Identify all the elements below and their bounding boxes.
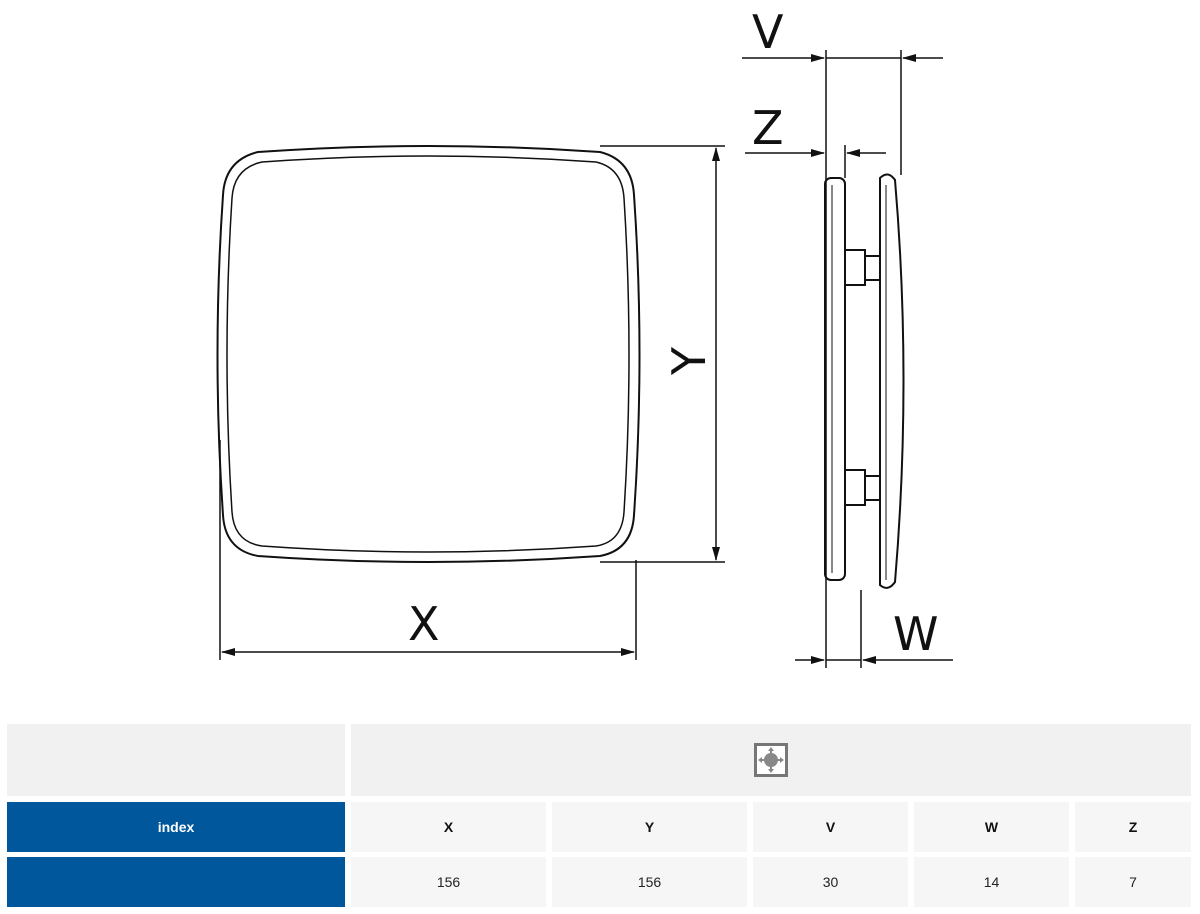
side-view	[824, 173, 905, 589]
row-index	[7, 857, 345, 907]
value-x: 156	[351, 857, 546, 907]
value-v: 30	[753, 857, 908, 907]
dimension-lines	[219, 50, 953, 668]
label-z: Z	[752, 101, 784, 155]
label-y: Y	[662, 346, 716, 376]
column-header-y: Y	[552, 802, 747, 852]
front-view	[216, 145, 641, 563]
label-x: X	[408, 597, 440, 651]
table-icon-header	[351, 724, 1191, 796]
value-y: 156	[552, 857, 747, 907]
value-w: 14	[914, 857, 1069, 907]
column-header-v: V	[753, 802, 908, 852]
dimensions-icon	[754, 743, 788, 777]
column-header-x: X	[351, 802, 546, 852]
column-header-w: W	[914, 802, 1069, 852]
label-v: V	[752, 5, 784, 59]
value-z: 7	[1075, 857, 1191, 907]
index-header: index	[7, 802, 345, 852]
table-corner	[7, 724, 345, 796]
dimension-drawing: X Y V Z W	[216, 5, 953, 668]
label-w: W	[893, 607, 938, 661]
column-header-z: Z	[1075, 802, 1191, 852]
